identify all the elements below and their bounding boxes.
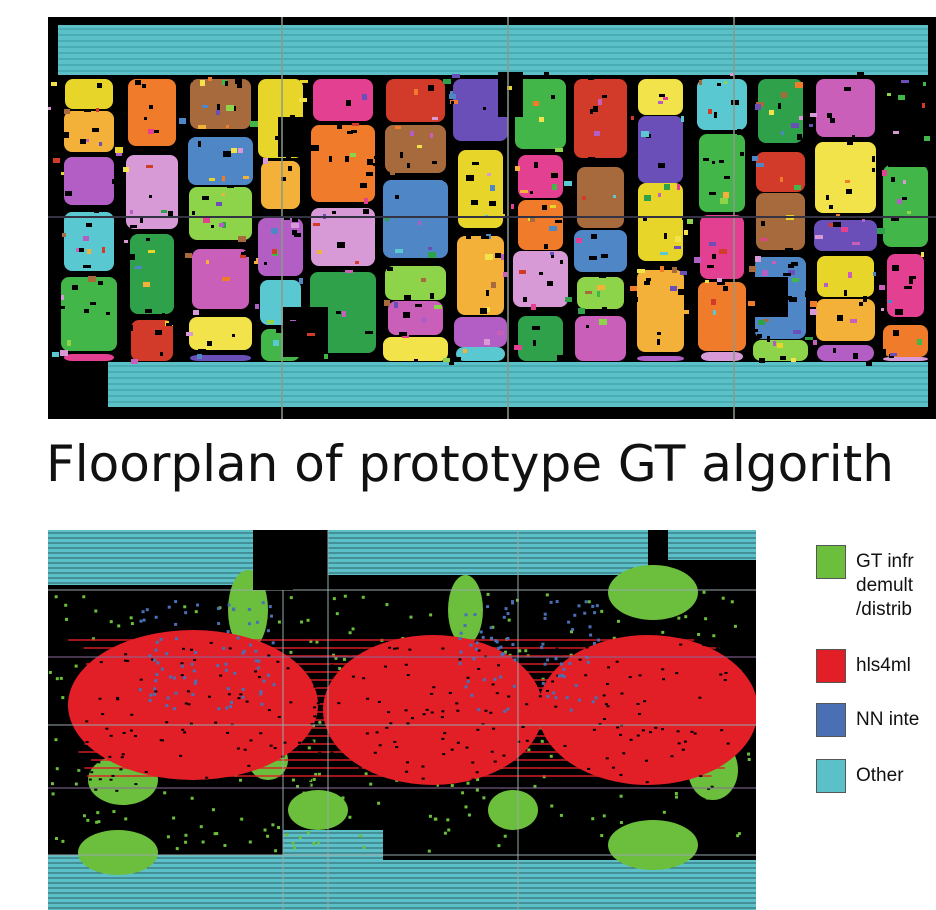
top-cluster-block — [698, 282, 746, 351]
top-cluster-block — [383, 180, 448, 258]
top-empty-region — [278, 117, 308, 157]
top-cluster-block — [458, 150, 503, 228]
top-cluster-block — [700, 215, 744, 279]
top-cluster-block — [457, 236, 504, 315]
top-cluster-block — [190, 79, 251, 129]
top-cluster-block — [190, 355, 251, 361]
top-cluster-block — [701, 352, 743, 361]
legend-swatch-nn-interface — [816, 703, 846, 737]
gt-algorithm-floorplan-graphic — [48, 530, 756, 910]
top-cluster-block — [313, 79, 373, 121]
top-cluster-block — [386, 79, 445, 122]
top-cluster-block — [577, 277, 624, 309]
top-cluster-block — [638, 183, 683, 261]
legend-swatch-hls4ml — [816, 649, 846, 683]
top-cluster-block — [753, 340, 808, 361]
top-cluster-block — [131, 320, 173, 361]
top-cluster-block — [64, 111, 114, 152]
top-cluster-block — [816, 299, 875, 341]
top-cluster-block — [258, 218, 303, 276]
top-cluster-block — [814, 220, 877, 251]
bottom-clock-region-grid — [48, 530, 756, 910]
gt-infrastructure-cluster — [608, 820, 698, 870]
top-cluster-block — [385, 266, 446, 300]
top-empty-regions — [278, 72, 933, 357]
floorplan-legend: GT infr demult /distrib hls4ml NN inte O… — [816, 545, 936, 845]
top-cluster-block — [64, 354, 114, 361]
gt-infrastructure-cluster — [288, 790, 348, 830]
top-cluster-block — [453, 79, 508, 141]
top-cluster-block — [883, 357, 928, 361]
top-cluster-block — [130, 234, 174, 314]
legend-label-hls4ml: hls4ml — [856, 655, 911, 676]
top-cluster-block — [456, 347, 505, 361]
top-cluster-block — [574, 230, 627, 272]
top-cluster-block — [128, 79, 176, 146]
legend-swatch-other — [816, 759, 846, 793]
gt-infrastructure-cluster — [78, 830, 158, 875]
top-io-bands — [58, 25, 928, 407]
top-cluster-block — [815, 142, 876, 213]
top-empty-region — [748, 277, 788, 317]
top-cluster-block — [261, 161, 300, 209]
top-cluster-block — [518, 155, 563, 198]
legend-label-other: Other — [856, 765, 904, 786]
prototype-floorplan-graphic — [48, 17, 936, 419]
top-cluster-block — [518, 200, 563, 250]
top-cluster-block — [756, 152, 805, 192]
top-cluster-block — [311, 208, 375, 266]
top-cluster-block — [697, 79, 747, 130]
top-cluster-block — [385, 125, 446, 173]
top-cluster-block — [311, 125, 375, 202]
top-cluster-block — [454, 317, 507, 347]
bottom-other-block — [668, 530, 756, 560]
top-cluster-block — [758, 79, 803, 143]
legend-label-nn-interface: NN inte — [856, 709, 920, 730]
top-cluster-block — [577, 167, 624, 228]
gt-algorithm-floorplan-image — [48, 530, 756, 910]
top-empty-region — [888, 77, 933, 167]
top-cluster-block — [518, 316, 563, 361]
top-logic-clusters — [61, 79, 928, 361]
legend-label-gt-infrastructure: GT infr demult /distrib — [856, 551, 914, 620]
top-cluster-block — [637, 356, 684, 361]
bottom-hls4ml-clusters — [68, 630, 756, 792]
top-cluster-block — [887, 254, 924, 317]
top-empty-region — [283, 307, 328, 357]
top-cluster-block — [64, 157, 114, 205]
gt-infrastructure-cluster — [448, 575, 483, 645]
gt-infrastructure-cluster — [608, 565, 698, 620]
top-cluster-block — [383, 337, 448, 361]
bottom-empty-column — [253, 530, 293, 590]
top-cluster-block — [817, 256, 874, 297]
top-cluster-block — [817, 345, 874, 361]
top-cluster-block — [189, 187, 252, 240]
top-cluster-block — [388, 301, 443, 335]
top-speckles — [48, 72, 930, 366]
bottom-other-regions — [48, 530, 756, 910]
prototype-floorplan-image — [48, 17, 936, 419]
top-cluster-block — [756, 193, 805, 250]
top-clock-region-grid — [48, 17, 936, 419]
bottom-nn-interface — [138, 600, 601, 713]
top-band-upper — [58, 25, 928, 75]
top-cluster-block — [513, 251, 568, 307]
top-cluster-block — [883, 165, 928, 247]
top-cluster-block — [574, 79, 627, 158]
top-empty-region — [498, 72, 523, 117]
top-cluster-block — [61, 277, 117, 351]
top-cluster-block — [64, 212, 114, 271]
legend-swatch-gt-infrastructure — [816, 545, 846, 579]
top-cluster-block — [189, 317, 252, 350]
top-cluster-block — [638, 116, 683, 183]
gt-infrastructure-cluster — [488, 790, 538, 830]
top-cluster-block — [65, 79, 113, 109]
floorplan-caption: Floorplan of prototype GT algorith — [46, 435, 894, 493]
